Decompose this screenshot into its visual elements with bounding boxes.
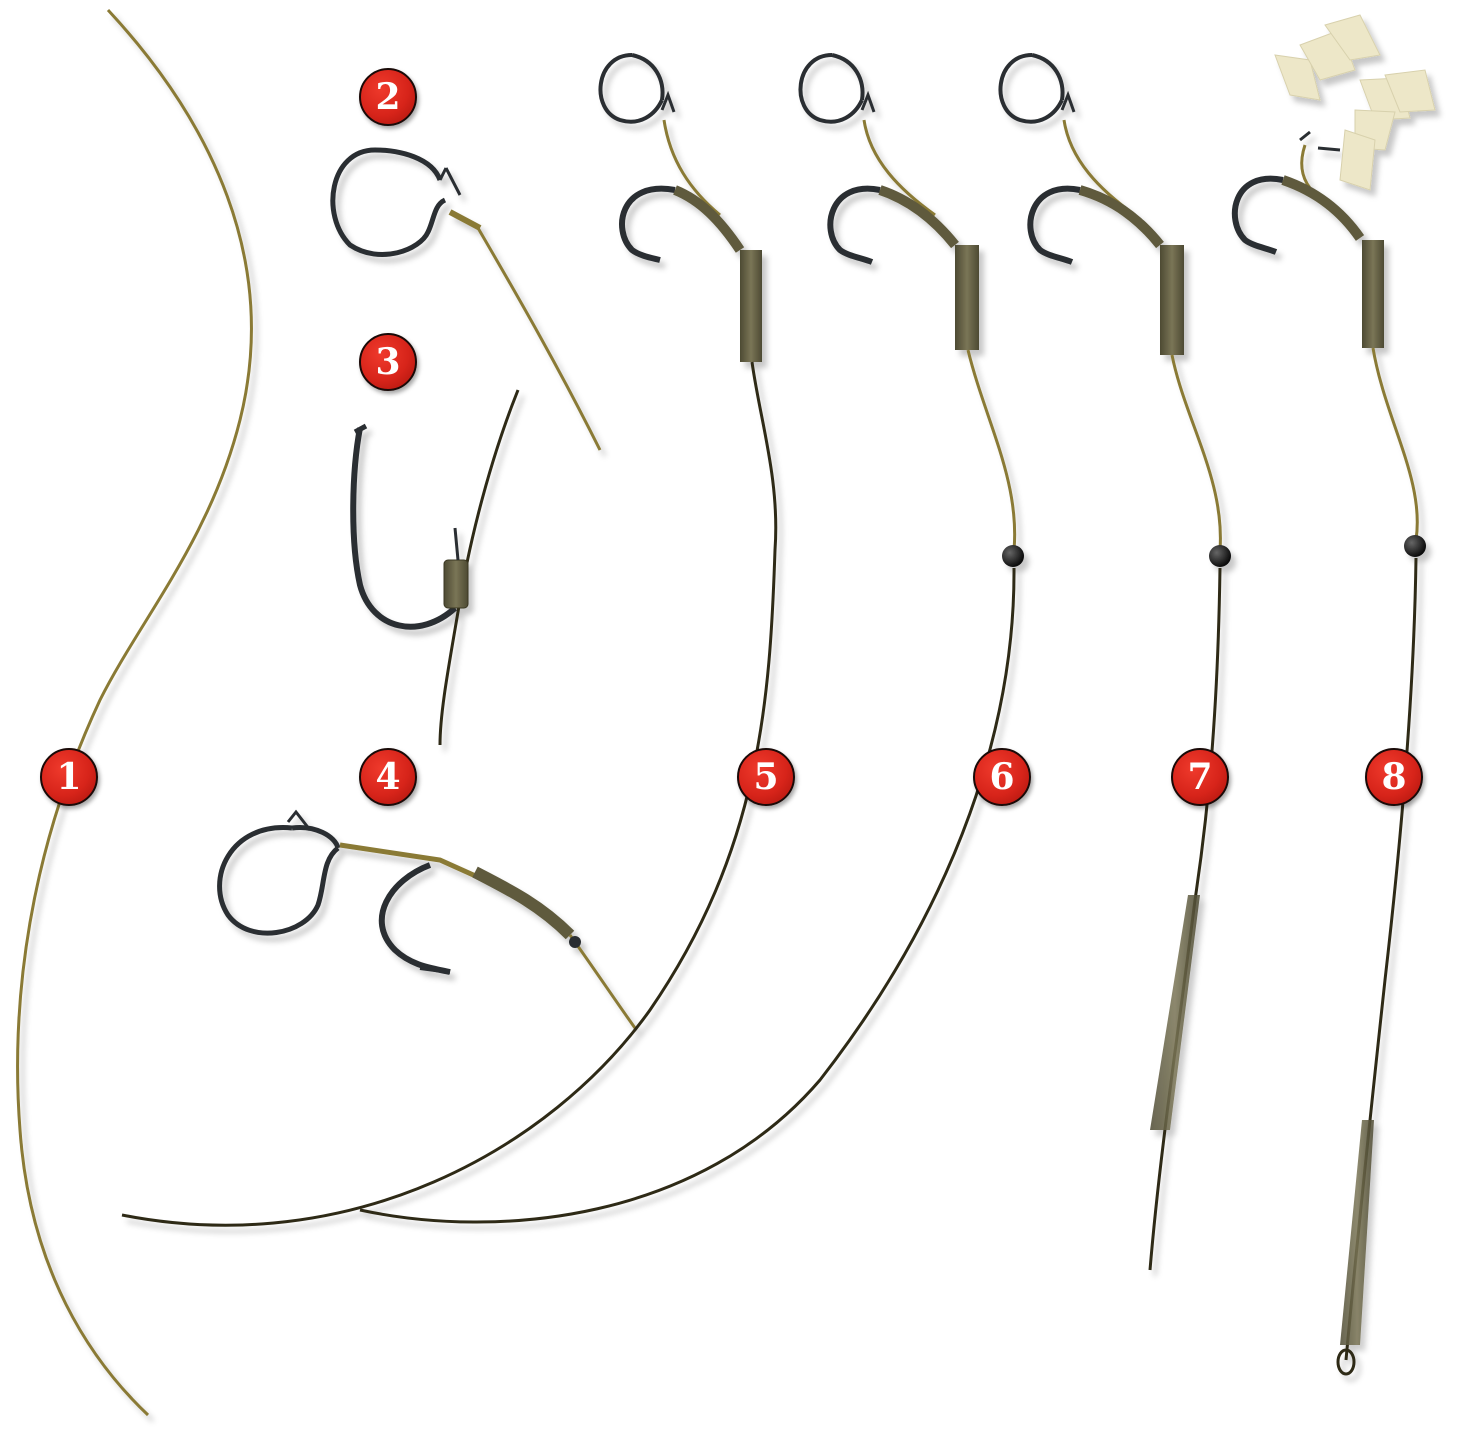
bead-icon	[1209, 545, 1231, 567]
bead-icon	[1404, 535, 1426, 557]
step-badge-2: 2	[359, 68, 417, 126]
step-badge-6: 6	[973, 748, 1031, 806]
ring-swivel-2	[333, 150, 600, 450]
hooklink-strand-1	[18, 10, 252, 1415]
step-badge-4: 4	[359, 748, 417, 806]
hook-icon	[353, 426, 455, 627]
rig-assembly-5	[122, 55, 776, 1225]
step-badge-8: 8	[1365, 748, 1423, 806]
bait-icon	[1275, 15, 1435, 190]
step-badge-3: 3	[359, 333, 417, 391]
hook-step-3	[353, 390, 518, 745]
step-badge-5: 5	[737, 748, 795, 806]
rig-assembly-4	[220, 812, 635, 1028]
rig-assembly-6	[360, 55, 1024, 1222]
step-badge-1: 1	[40, 748, 98, 806]
rig-assembly-7	[1000, 55, 1231, 1270]
rig-assembly-8	[1235, 15, 1435, 1374]
tail-rubber-icon	[1150, 895, 1200, 1130]
step-badge-7: 7	[1171, 748, 1229, 806]
tail-rubber-icon	[1340, 1120, 1374, 1345]
hair-rig-ring-icon	[333, 150, 460, 255]
bead-icon	[1002, 545, 1024, 567]
